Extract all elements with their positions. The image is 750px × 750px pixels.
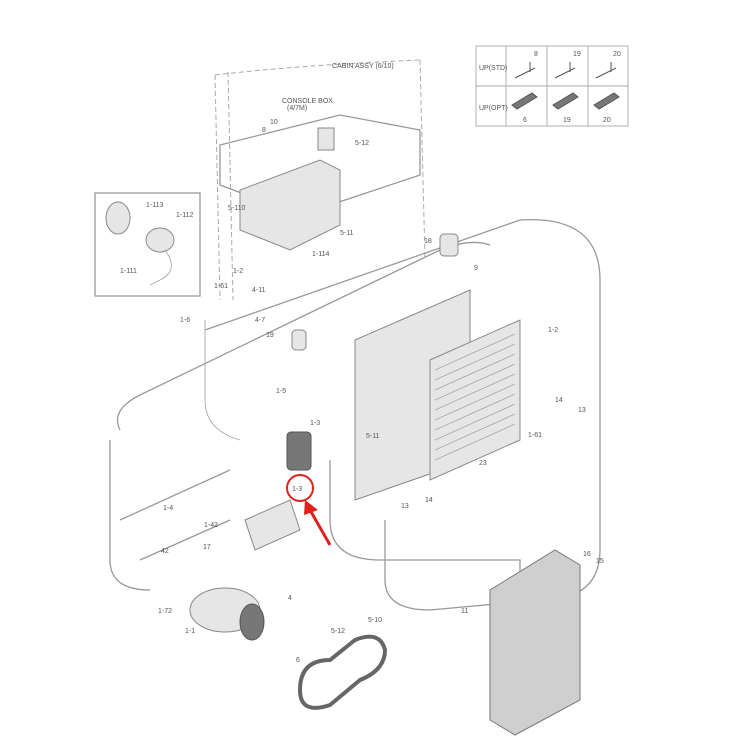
- part-number-label: 4: [288, 595, 292, 602]
- part-number-label: 5-110: [228, 205, 245, 212]
- legend-number: 6: [523, 117, 527, 124]
- cabin-outline: [214, 59, 426, 301]
- part-number-label: 1-114: [312, 251, 329, 258]
- part-number-label: 5-12: [331, 628, 345, 635]
- part-number-label: 1-6: [180, 317, 190, 324]
- part-number-label: 1-4: [163, 505, 173, 512]
- hose-lines: [119, 469, 231, 561]
- condenser-fins: [434, 333, 516, 461]
- blower-motor: [145, 227, 175, 253]
- part-number-label: 1-2: [233, 268, 243, 275]
- legend-number: 20: [603, 117, 611, 124]
- highlighted-part-label: 1-3: [292, 486, 302, 493]
- highlight-circle: [286, 474, 314, 502]
- blower-filter: [105, 201, 131, 235]
- console-box: [219, 114, 421, 216]
- part-number-label: 5-11: [366, 433, 380, 440]
- console-part: [317, 127, 335, 151]
- part-number-label: 1-112: [176, 212, 193, 219]
- part-number-label: 1-61: [214, 283, 228, 290]
- part-number-label: 1-113: [146, 202, 163, 209]
- receiver-drier: [286, 431, 312, 471]
- hose-left-down: [109, 440, 151, 591]
- cabin-label: CABIN ASSY (6/10): [332, 63, 394, 70]
- condenser-grille: [489, 549, 581, 736]
- part-number-label: 23: [479, 460, 487, 467]
- part-number-label: 6: [296, 657, 300, 664]
- hose-lower: [329, 460, 521, 620]
- part-number-label: 4-7: [255, 317, 265, 324]
- heater-unit: [239, 159, 341, 251]
- part-number-label: 1-3: [310, 420, 320, 427]
- clamp-icon: [511, 92, 620, 110]
- part-number-label: 17: [203, 544, 211, 551]
- bolt-icon: [514, 62, 617, 79]
- inset-box: [94, 192, 201, 297]
- part-number-label: 13: [578, 407, 586, 414]
- legend-number: 19: [563, 117, 571, 124]
- condenser: [429, 319, 521, 481]
- part-number-label: 5-12: [355, 140, 369, 147]
- hose-clamp: [291, 329, 307, 351]
- part-number-label: 1-72: [158, 608, 172, 615]
- part-number-label: 1-2: [548, 327, 558, 334]
- part-number-label: 1-1: [185, 628, 195, 635]
- part-number-label: 8: [262, 127, 266, 134]
- part-number-label: 14: [425, 497, 433, 504]
- compressor-clutch: [239, 603, 265, 641]
- part-number-label: 9: [474, 265, 478, 272]
- hose-upper: [204, 219, 601, 611]
- hose-clamp: [439, 233, 459, 257]
- part-number-label: 42: [161, 548, 169, 555]
- part-number-label: 11: [461, 608, 468, 615]
- part-number-label: 16: [583, 551, 591, 558]
- console-sub-label: (4/7M): [287, 105, 307, 112]
- part-number-label: 1-61: [528, 432, 542, 439]
- part-number-label: 14: [555, 397, 563, 404]
- part-number-label: 5-11: [340, 230, 354, 237]
- part-number-label: 5-10: [368, 617, 382, 624]
- legend-row-label: UP(STD): [479, 65, 507, 72]
- part-number-label: 10: [270, 119, 278, 126]
- part-number-label: 1-42: [204, 522, 218, 529]
- compressor-bracket: [244, 499, 301, 551]
- legend-table: UP(STD) UP(OPT) 8 19 20 6 19 20: [475, 45, 629, 127]
- legend-row-label: UP(OPT): [479, 105, 508, 112]
- drive-belt: [297, 634, 388, 710]
- part-number-label: 18: [424, 238, 432, 245]
- part-number-label: 15: [596, 558, 604, 565]
- part-number-label: 1-5: [276, 388, 286, 395]
- hose-left: [116, 241, 491, 431]
- console-label: CONSOLE BOX: [282, 98, 333, 105]
- legend-number: 20: [613, 51, 621, 58]
- legend-number: 8: [534, 51, 538, 58]
- hose-drain: [204, 320, 241, 441]
- part-labels: 5-128105-111-1131-1121-1115-1101-21-1144…: [120, 119, 604, 664]
- wire-harness: [149, 249, 172, 286]
- part-number-label: 13: [401, 503, 409, 510]
- legend-number: 19: [573, 51, 581, 58]
- part-number-label: 1-111: [120, 268, 137, 275]
- part-number-label: 19: [266, 332, 274, 339]
- red-arrow-icon: [304, 500, 332, 546]
- part-number-label: 4-11: [252, 287, 266, 294]
